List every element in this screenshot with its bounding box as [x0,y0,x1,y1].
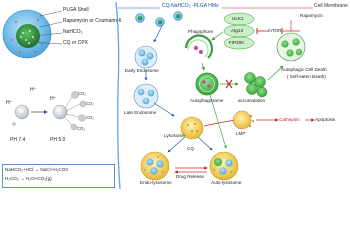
particle-schematic [2,9,52,59]
autophagic-death-label: Autophagic Cell Death [281,67,327,72]
autophagosome-label: Autophagosome [190,98,224,103]
endo-lysosome-label: Endo-lysosome [140,180,172,185]
late-endosome [133,83,175,117]
rapamycin-label: Rapamycin [300,13,323,18]
accumulation-label: accumulation [238,98,266,103]
cell-membrane-line [115,1,121,189]
equation-box [2,164,115,188]
cq-label: CQ [187,146,194,151]
co2-label-3: CO₂ [86,115,94,120]
equation-1: NaHCO₃+HCl → NaCl+H₂CO3 [5,167,68,172]
fip200-label: FIP200 [229,40,244,45]
legend-drug: Rapamycin or Coumarin-6 [63,18,122,24]
hms-title: CQ-NaHCO₃ -PLGA HMs [162,3,219,9]
ulk1-label: ULK1 [232,16,244,21]
self-eaten-label: ( Self-eaten Death) [287,74,326,79]
diagram-graphics [2,1,315,189]
lmp-pathway [203,110,315,130]
ph-bubble-schematic [12,91,87,131]
hplus-label-1: H⁺ [30,87,37,93]
mtor-inhibition [256,20,300,34]
ph-5-0-label: PH 5.0 [50,137,66,143]
equation-2: H₂CO₃ → H₂O+CO₂(g) [5,176,52,181]
hplus-label-2: H⁺ [6,100,13,106]
legend-plga-shell: PLGA Shell [63,7,89,13]
fusion-arrows [167,94,227,174]
legend-nahco3: NaHCO₃ [63,29,83,35]
autophagic-cell [276,32,306,62]
legend-cq-cpx: CQ or CPX [63,40,89,46]
diagram-canvas: PLGA Shell Rapamycin or Coumarin-6 NaHCO… [2,1,348,189]
apoptosis-label: Apoptosis [315,117,336,122]
accumulation-cluster [220,65,284,98]
early-endosome [134,45,158,81]
hplus-label-3: H⁺ [50,96,57,102]
mtor-label: mTOR [268,28,282,33]
phagophore-label: Phagophore [188,29,214,34]
phagophore [184,34,214,59]
cathepsin-label: Cathepsin [279,117,300,122]
endo-lysosome [140,151,170,181]
lysosome [180,116,204,140]
autophagosome [195,62,219,96]
legend-leader-lines [29,10,63,45]
lysosome-label: Lysosome [164,133,185,138]
lmp-label: LMP [236,131,246,136]
atg13-label: Atg13 [231,28,244,33]
co2-label-2: CO₂ [86,101,94,106]
early-endosome-label: Early Endosome [125,68,159,73]
co2-label-4: CO₂ [77,126,85,131]
ulk-complex [211,12,255,50]
drug-release-label: Drug Release [176,174,205,179]
ph-7-4-label: PH 7.4 [10,137,26,143]
auto-lysosome-label: Auto-lysosome [211,180,242,185]
cell-membrane-label: Cell Membrane [314,3,348,9]
late-endosome-label: Late Endosome [124,110,157,115]
co2-label-1: CO₂ [78,91,86,96]
entry-particles [135,11,183,43]
auto-lysosome [209,151,239,181]
